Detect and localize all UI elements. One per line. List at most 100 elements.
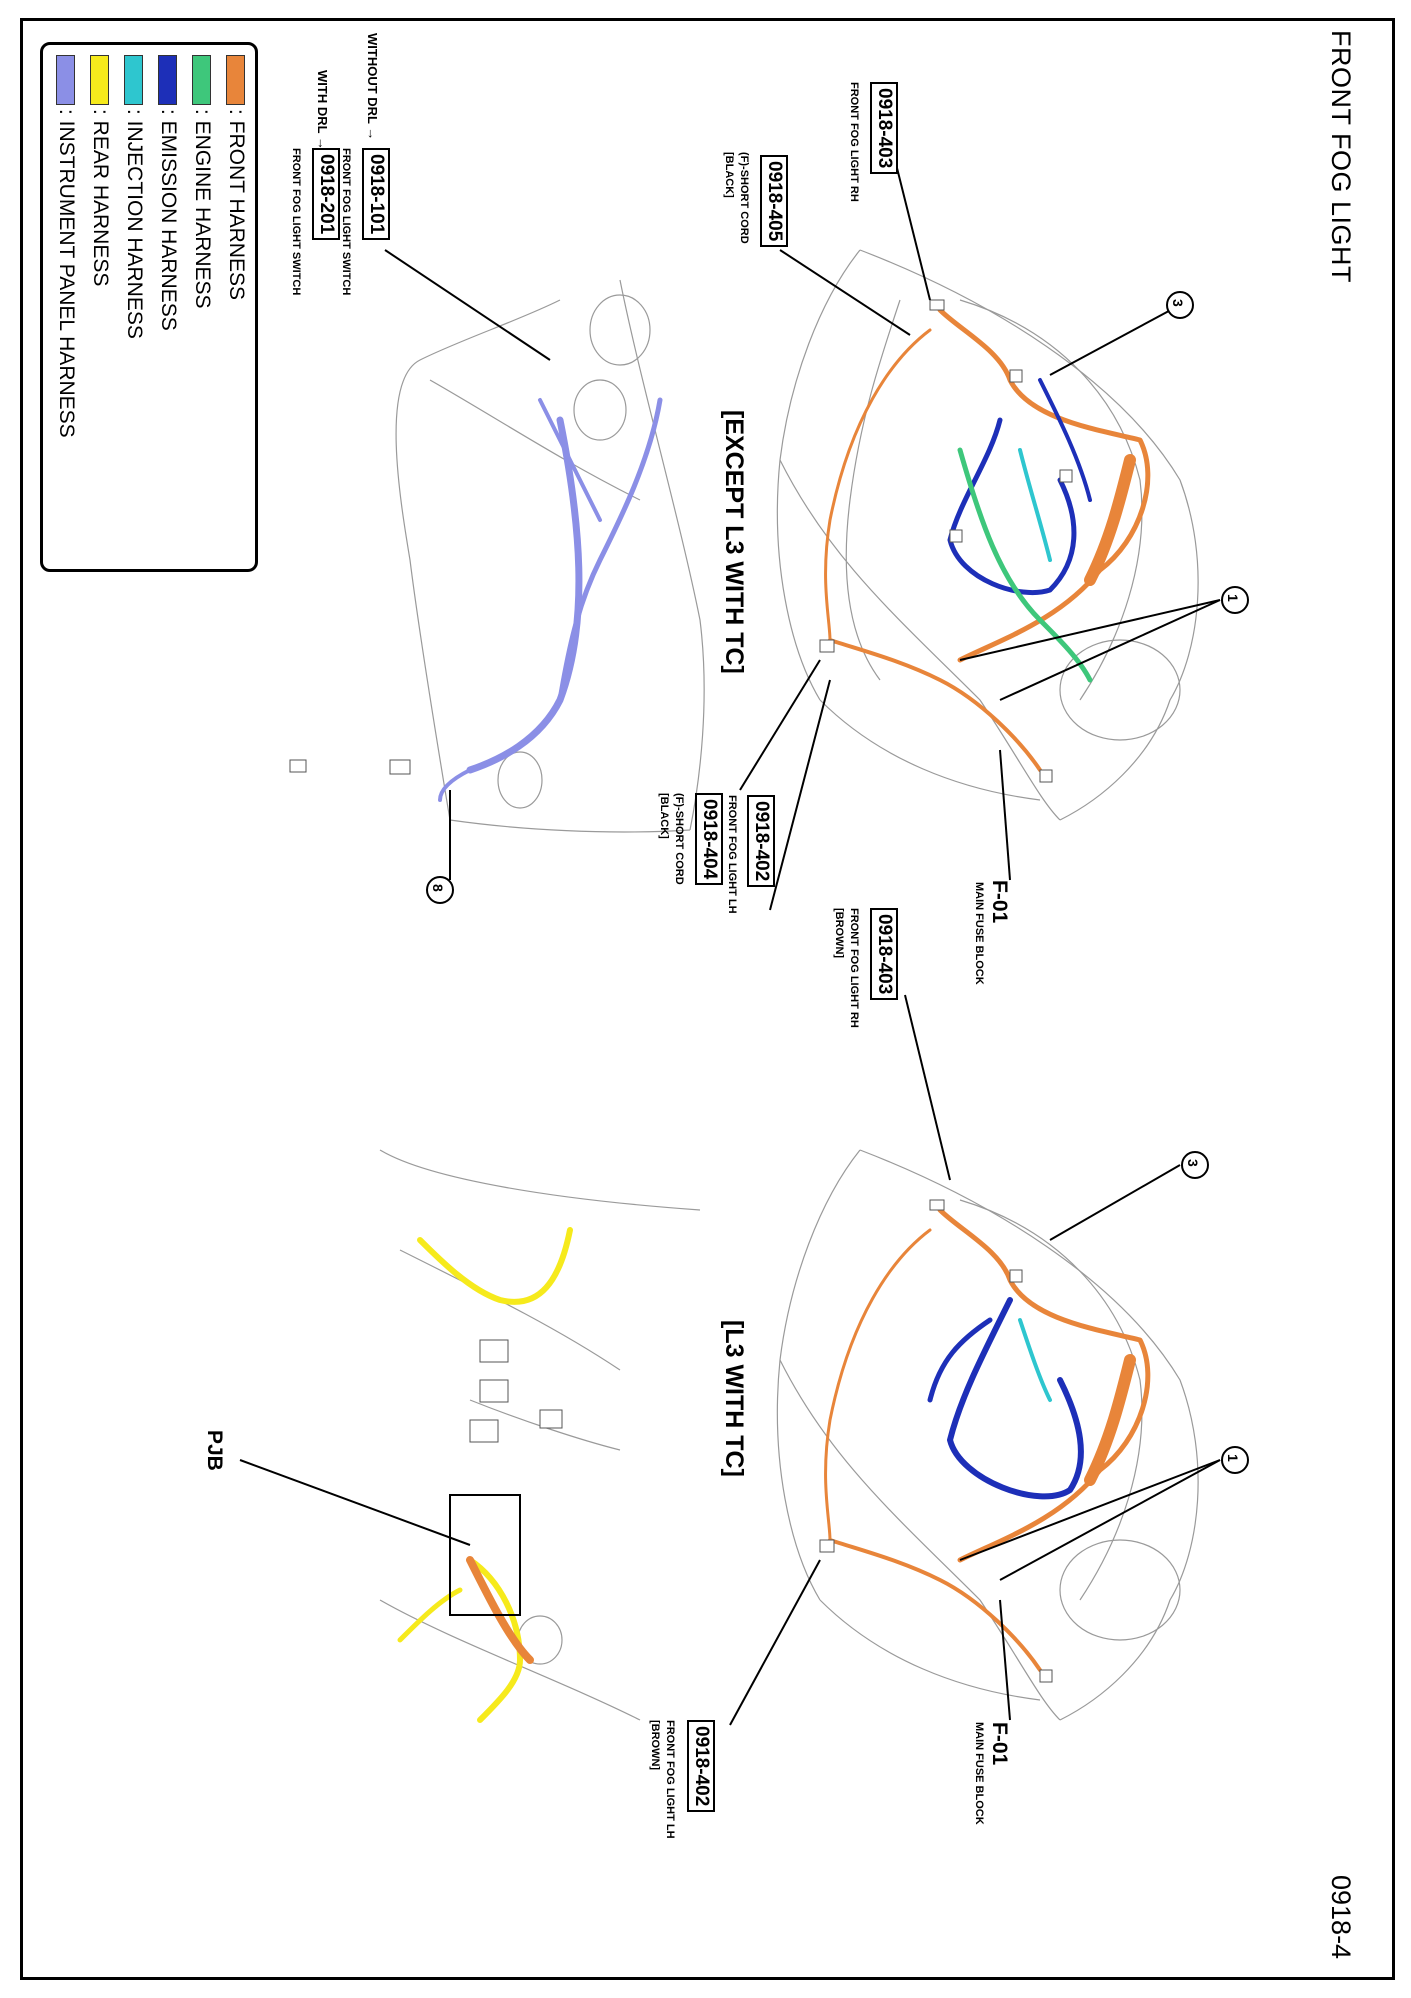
front-harness-wire [828, 638, 1042, 772]
connector-desc: [BLACK] [658, 793, 670, 839]
emission-harness-wire [947, 417, 1077, 596]
pjb-block [449, 1494, 521, 1616]
connector-code: 0918-402 [687, 1720, 715, 1813]
leader-line [769, 679, 831, 911]
legend-label: : INSTRUMENT PANEL HARNESS [55, 109, 78, 438]
front-harness-wire [824, 328, 932, 642]
fuse-block-code: F-01 [988, 880, 1011, 924]
body-outline [819, 1599, 1041, 1701]
body-outline [819, 699, 1041, 801]
connector-desc: [BROWN] [649, 1720, 661, 1771]
front-harness-wire [937, 1207, 1151, 1563]
injection-harness-wire [1018, 1318, 1052, 1402]
rear-outline [379, 1599, 641, 1721]
circle-label: 1 [1225, 594, 1241, 602]
connector-desc: [BROWN] [833, 908, 845, 959]
fuse-block-desc: MAIN FUSE BLOCK [973, 882, 985, 985]
rear-harness-wire [417, 1227, 573, 1305]
connector-desc: FRONT FOG LIGHT SWITCH [290, 148, 302, 296]
legend-swatch-rear [90, 55, 109, 105]
panel-outline [395, 299, 561, 821]
leader-line [959, 1459, 1221, 1561]
front-harness-wire [824, 1228, 932, 1542]
connector-code: 0918-201 [312, 148, 340, 241]
instrument-panel-harness-wire [466, 416, 583, 774]
rear-outline [379, 1149, 701, 1211]
connector-code: 0918-101 [362, 148, 390, 241]
body-outline [776, 1149, 861, 1601]
leader-line [1049, 304, 1181, 376]
diagram-frame [20, 18, 1395, 1980]
body-outline [779, 459, 1061, 821]
panel-outline [619, 279, 705, 831]
fuse-block-code: F-01 [988, 1722, 1011, 1766]
connector-code: 0918-403 [870, 82, 898, 175]
circle-marker [1221, 1446, 1249, 1474]
connector-desc: (F)-SHORT CORD [738, 152, 750, 244]
leader-line [239, 1459, 471, 1546]
leader-line [384, 249, 551, 361]
legend-swatch-front [226, 55, 245, 105]
connector-prefix: WITH DRL → [315, 70, 330, 150]
body-outline [845, 299, 901, 681]
legend-label: : FRONT HARNESS [225, 109, 248, 300]
engine-harness-wire [957, 447, 1093, 683]
circle-label: 3 [1170, 299, 1186, 307]
connector-prefix: WITHOUT DRL → [365, 33, 380, 141]
leader-line [739, 659, 821, 791]
leader-line [999, 1459, 1221, 1581]
emission-harness-wire [1038, 378, 1092, 502]
emission-harness-wire [927, 1317, 993, 1403]
rear-outline [469, 1399, 621, 1451]
connector-desc: [BLACK] [723, 152, 735, 198]
circle-label: 1 [1225, 1454, 1241, 1462]
front-harness-wire [466, 1556, 534, 1664]
connector-code: 0918-402 [747, 795, 775, 888]
leader-line [729, 1559, 821, 1726]
legend-swatch-instrument [56, 55, 75, 105]
pjb-label: PJB [203, 1430, 226, 1471]
instrument-panel-harness-wire [538, 398, 602, 522]
wheel-outline [1059, 1539, 1181, 1641]
body-outline [959, 299, 1143, 701]
leader-line [959, 599, 1221, 661]
connector-desc: FRONT FOG LIGHT LH [726, 795, 738, 914]
legend-swatch-engine [192, 55, 211, 105]
legend-label: : INJECTION HARNESS [123, 109, 146, 339]
front-harness-wire [937, 307, 1151, 663]
gauge-outline [573, 379, 627, 441]
circle-label: 3 [1185, 1159, 1201, 1167]
section-heading-l3: [L3 WITH TC] [720, 1320, 748, 1477]
connector-desc: FRONT FOG LIGHT SWITCH [340, 148, 352, 296]
leader-line [779, 249, 911, 336]
connector-desc: FRONT FOG LIGHT LH [664, 1720, 676, 1839]
legend-label: : ENGINE HARNESS [191, 109, 214, 309]
leader-line [999, 599, 1221, 701]
gauge-outline [589, 294, 651, 366]
legend-swatch-injection [124, 55, 143, 105]
wheel-outline [1059, 639, 1181, 741]
legend-label: : REAR HARNESS [89, 109, 112, 287]
connector-desc: FRONT FOG LIGHT RH [848, 82, 860, 202]
connector-code: 0918-403 [870, 908, 898, 1001]
body-outline [776, 249, 861, 701]
panel-outline [429, 379, 641, 501]
leader-line [999, 749, 1011, 881]
circle-marker [1181, 1151, 1209, 1179]
leader-line [999, 1599, 1011, 1721]
body-outline [859, 1149, 1199, 1721]
fuse-block-desc: MAIN FUSE BLOCK [973, 1722, 985, 1825]
body-outline [779, 1359, 1061, 1721]
rear-harness-wire [397, 1587, 463, 1643]
injection-harness-wire [1018, 448, 1052, 562]
instrument-panel-harness-wire [557, 397, 663, 703]
body-outline [959, 1199, 1143, 1601]
circle-label: 8 [430, 884, 446, 892]
legend: : FRONT HARNESS : ENGINE HARNESS : EMISS… [40, 42, 258, 572]
circle-marker [1166, 291, 1194, 319]
section-heading-except-l3: [EXCEPT L3 WITH TC] [720, 410, 748, 674]
connector-code: 0918-405 [760, 155, 788, 248]
body-outline [859, 249, 1199, 821]
panel-outline [449, 819, 691, 833]
rear-outline [399, 1249, 621, 1371]
